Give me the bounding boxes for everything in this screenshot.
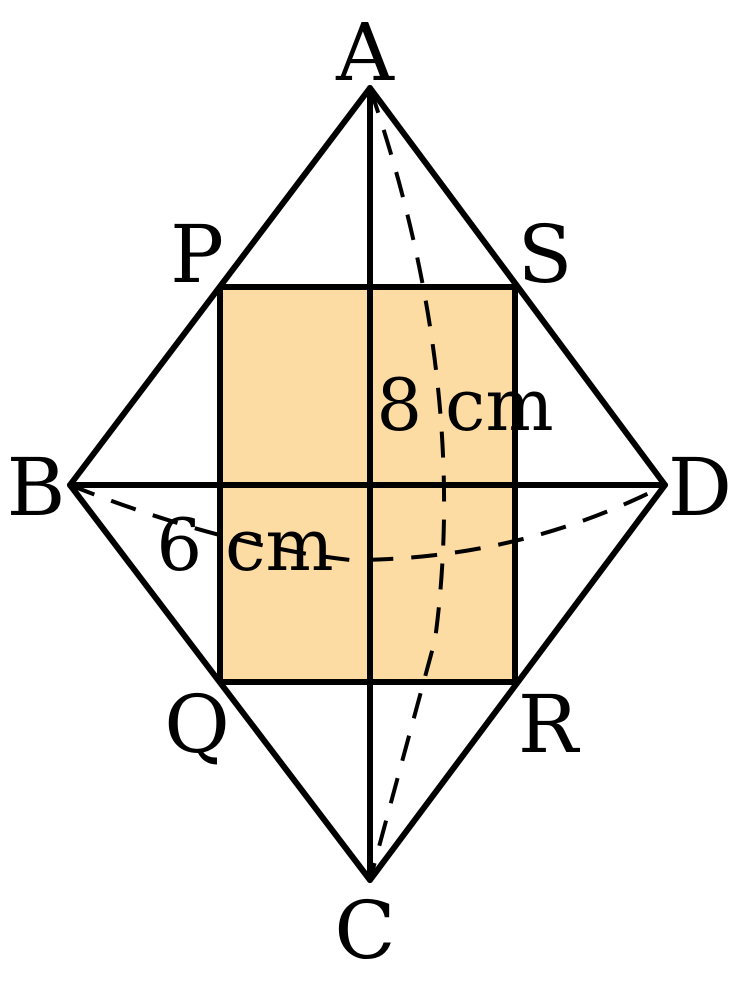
vertex-label-q: Q [164, 678, 230, 771]
dashed-curve-horizontal [69, 483, 666, 563]
dashed-curve-vertical [368, 87, 447, 881]
vertex-label-p: P [170, 208, 224, 301]
vertex-label-d: D [668, 441, 732, 534]
vertex-label-s: S [518, 208, 573, 301]
rectangle-pqrs [217, 284, 518, 685]
vertex-label-a: A [335, 6, 395, 99]
measurement-label-vertical: 8 cm [376, 363, 553, 447]
vertex-label-r: R [518, 678, 581, 771]
measurement-label-horizontal: 6 cm [156, 503, 333, 587]
vertex-label-c: C [334, 884, 395, 977]
vertex-label-b: B [7, 441, 66, 534]
